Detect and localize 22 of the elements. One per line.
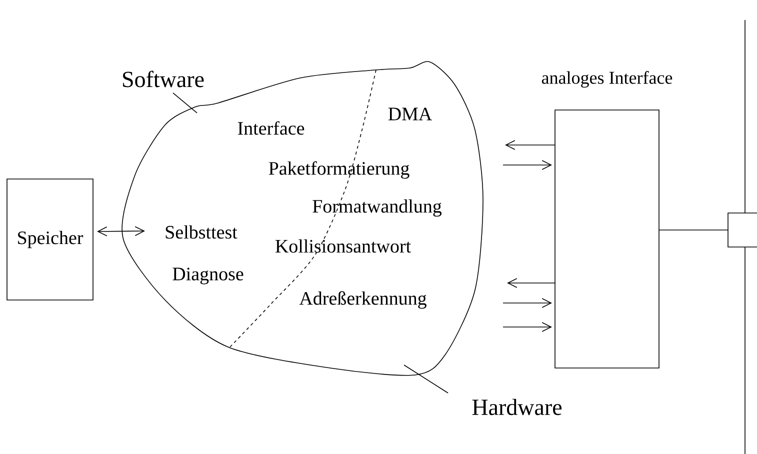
arrow [507,278,556,288]
function-label: Interface [238,121,304,135]
arrow [502,298,552,308]
box-heading: analoges Interface [542,71,672,88]
leader-line [404,364,448,394]
function-label: Kollisionsantwort [275,239,411,253]
memory-box: Speicher [6,178,94,300]
hardware-label: Hardware [472,398,562,416]
double-arrow [97,226,145,236]
function-label: Paketformatierung [268,161,410,179]
function-label: Formatwandlung [312,199,442,217]
function-label: Adreßerkennung [299,291,426,309]
arrow [502,322,552,332]
function-label: Diagnose [172,268,244,284]
arrow [505,140,556,150]
cloud-shape [122,61,484,376]
function-label: Selbsttest [166,225,238,239]
arrow [502,160,552,170]
software-label: Software [123,70,204,88]
leader-line [172,92,198,114]
connector-box [728,212,757,248]
function-label: DMA [388,108,432,120]
